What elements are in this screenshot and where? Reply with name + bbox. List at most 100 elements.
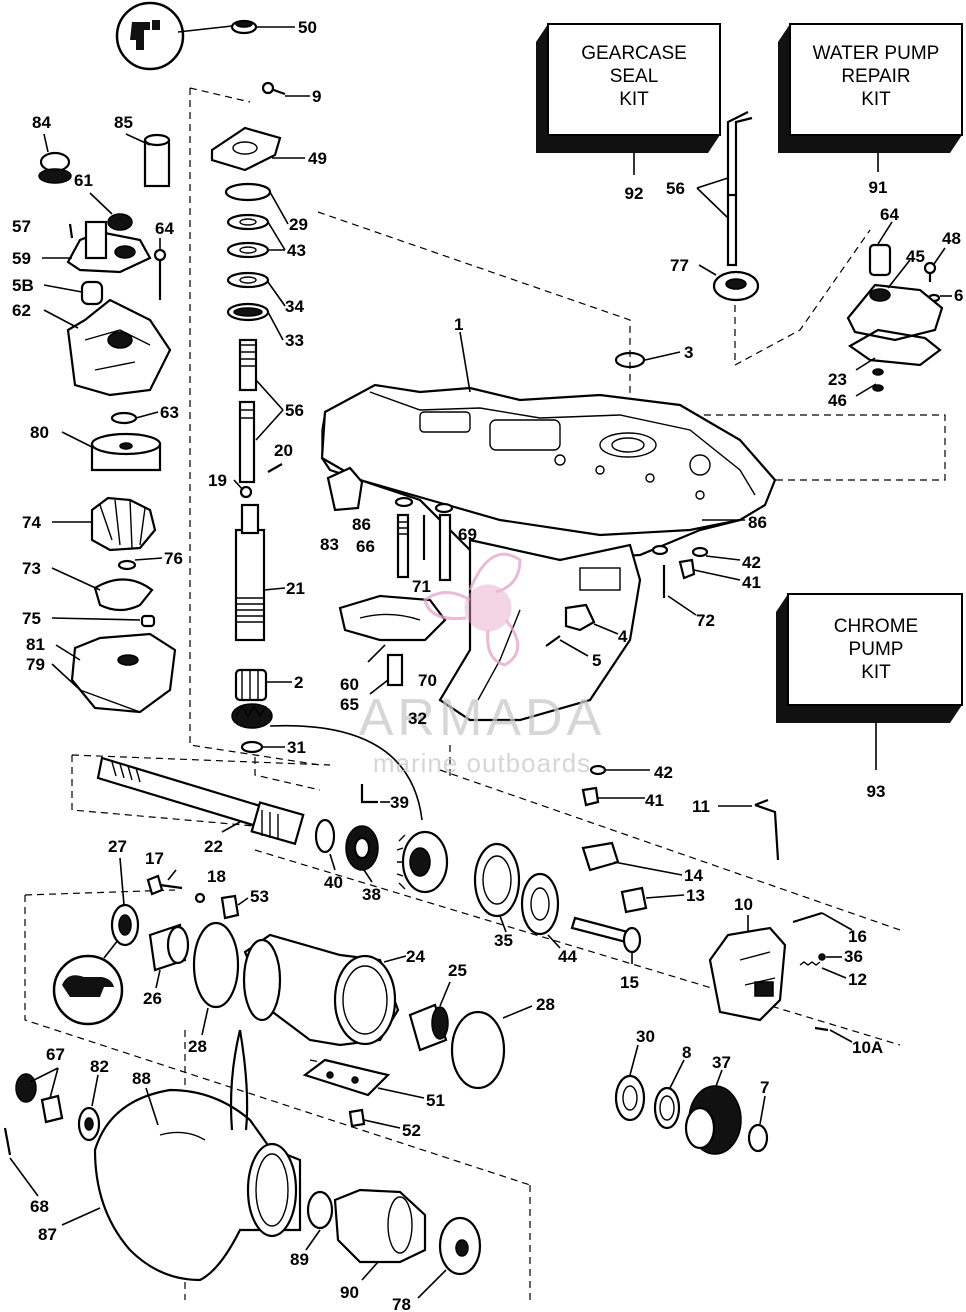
watermark-tagline: marine outboards (373, 748, 591, 778)
callout-label: 30 (636, 1027, 655, 1046)
callout-label: 10A (852, 1038, 883, 1057)
callout-label: 49 (308, 149, 327, 168)
callout-label: 53 (250, 887, 269, 906)
kit-label-line-2: PUMP (849, 639, 904, 660)
callout-label: 74 (22, 513, 41, 532)
callout-label: 79 (26, 655, 45, 674)
kit-number: 91 (869, 178, 888, 197)
callout-label: 81 (26, 635, 45, 654)
callout-label: 29 (289, 215, 308, 234)
callout-label: 37 (712, 1053, 731, 1072)
callout-label: 1 (454, 315, 463, 334)
callout-label: 39 (390, 793, 409, 812)
callout-label: 6 (954, 286, 963, 305)
kit-box-water-pump-repair: WATER PUMP REPAIR KIT 91 (778, 23, 963, 197)
callout-label: 34 (285, 297, 304, 316)
callout-label: 61 (74, 171, 93, 190)
callout-label: 68 (30, 1197, 49, 1216)
driveshaft-assembly (210, 19, 286, 754)
callout-label: 64 (880, 205, 899, 224)
callout-label: 14 (684, 866, 703, 885)
callout-label: 76 (164, 549, 183, 568)
kit-label-line-1: GEARCASE (581, 43, 687, 64)
callout-label: 28 (188, 1037, 207, 1056)
callout-label: 67 (46, 1045, 65, 1064)
kit-label-line-3: KIT (861, 89, 891, 110)
callout-label: 56 (666, 179, 685, 198)
callout-label: 26 (143, 989, 162, 1008)
callout-label: 72 (696, 611, 715, 630)
callout-label: 78 (392, 1295, 411, 1312)
callout-label: 43 (287, 241, 306, 260)
callout-label: 15 (620, 973, 639, 992)
callout-label: 17 (145, 849, 164, 868)
callout-label: 20 (274, 441, 293, 460)
callout-label: 40 (324, 873, 343, 892)
callout-label: 5B (12, 276, 34, 295)
kit-label-line-1: CHROME (834, 616, 918, 637)
callout-label: 22 (204, 837, 223, 856)
callout-label: 36 (844, 947, 863, 966)
armada-watermark: ARMADA marine outboards (359, 552, 605, 778)
callout-label: 70 (418, 671, 437, 690)
callout-label: 35 (494, 931, 513, 950)
callout-label: 73 (22, 559, 41, 578)
propshaft-and-gears (96, 756, 829, 1032)
leader-lines (9, 26, 952, 1299)
callout-label: 57 (12, 217, 31, 236)
callout-label: 42 (654, 763, 673, 782)
kit-number: 93 (867, 782, 886, 801)
callout-label: 32 (408, 709, 427, 728)
watermark-brand: ARMADA (359, 689, 605, 747)
callout-label: 87 (38, 1225, 57, 1244)
callout-label: 59 (12, 249, 31, 268)
gearcase-housing (320, 383, 777, 722)
callout-label: 84 (32, 113, 51, 132)
lubricant-symbol-icon (115, 1, 233, 71)
jet-pump-parts (3, 1029, 482, 1282)
callout-label: 41 (645, 791, 664, 810)
middle-small-parts (326, 466, 709, 807)
callout-label: 33 (285, 331, 304, 350)
kit-number: 92 (625, 184, 644, 203)
callout-label: 38 (362, 885, 381, 904)
upper-right-parts (614, 111, 944, 392)
callout-label: 71 (412, 577, 431, 596)
bearing-carrier-parts (110, 874, 769, 1155)
callout-label: 9 (312, 87, 321, 106)
callout-label: 10 (734, 895, 753, 914)
callout-label: 86 (748, 513, 767, 532)
callout-label: 83 (320, 535, 339, 554)
callout-label: 19 (208, 471, 227, 490)
callout-label: 4 (618, 627, 628, 646)
water-pump-parts (38, 133, 177, 714)
kit-label-line-2: REPAIR (841, 66, 910, 87)
callout-label: 46 (828, 391, 847, 410)
callout-label: 63 (160, 403, 179, 422)
callout-labels: 50 9 49 29 43 34 33 56 20 19 21 2 32 31 … (12, 18, 963, 1312)
callout-label: 7 (760, 1078, 769, 1097)
callout-label: 82 (90, 1057, 109, 1076)
callout-label: 85 (114, 113, 133, 132)
callout-label: 45 (906, 247, 925, 266)
callout-label: 8 (682, 1043, 691, 1062)
callout-label: 11 (692, 797, 710, 816)
callout-label: 44 (558, 947, 577, 966)
kit-box-chrome-pump: CHROME PUMP KIT 93 (776, 593, 963, 801)
callout-label: 62 (12, 301, 31, 320)
callout-label: 42 (742, 553, 761, 572)
callout-label: 75 (22, 609, 41, 628)
callout-label: 60 (340, 675, 359, 694)
callout-label: 80 (30, 423, 49, 442)
callout-label: 51 (426, 1091, 445, 1110)
kit-label-line-1: WATER PUMP (813, 43, 940, 64)
kit-label-line-2: SEAL (610, 66, 659, 87)
callout-label: 50 (298, 18, 317, 37)
callout-label: 2 (294, 673, 303, 692)
callout-label: 65 (340, 695, 359, 714)
kit-label-line-3: KIT (619, 89, 649, 110)
callout-label: 52 (402, 1121, 421, 1140)
callout-label: 89 (290, 1250, 309, 1269)
callout-label: 16 (848, 927, 867, 946)
